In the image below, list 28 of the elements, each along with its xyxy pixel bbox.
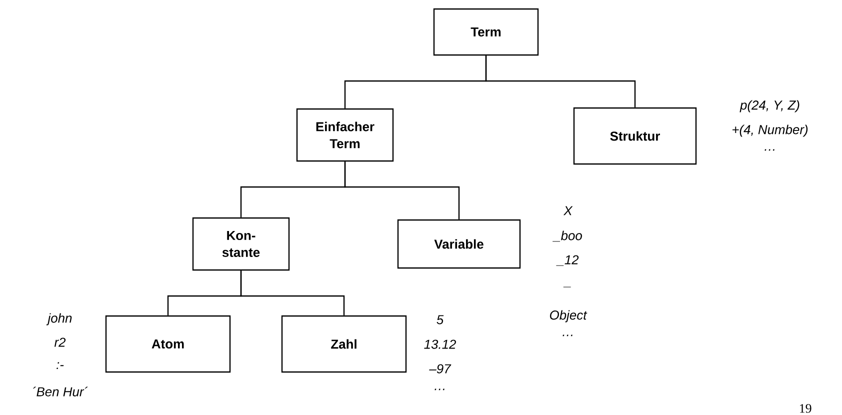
example-text: p(24, Y, Z): [740, 100, 800, 112]
example-text: …: [562, 334, 572, 336]
term-box: Atom: [105, 315, 231, 373]
example-text: _: [563, 286, 571, 288]
example-text: _12: [556, 255, 579, 266]
term-box: Kon- stante: [192, 217, 290, 271]
example-text: –97: [429, 364, 452, 374]
example-text: +(4, Number): [732, 124, 808, 137]
example-text: Object: [550, 310, 588, 322]
term-box: Einfacher Term: [296, 108, 394, 162]
example-text: r2: [54, 338, 66, 347]
example-text: _boo: [552, 230, 582, 242]
example-text: X: [563, 206, 573, 216]
example-text: 5: [436, 315, 444, 324]
page-number: 19: [800, 404, 812, 413]
example-text: …: [434, 388, 444, 390]
tree-line: [240, 270, 345, 316]
term-box: Zahl: [281, 315, 407, 373]
example-text: ´Ben Hur´: [33, 386, 88, 396]
example-text: 13.12: [424, 340, 456, 349]
term-box: Term: [433, 8, 539, 56]
example-text: john: [46, 313, 72, 326]
example-text: :-: [56, 362, 64, 370]
example-text: …: [764, 149, 774, 151]
tree-line: [485, 56, 636, 108]
tree-line: [344, 162, 460, 220]
term-box: Struktur: [573, 107, 697, 165]
term-box: Variable: [397, 219, 521, 269]
